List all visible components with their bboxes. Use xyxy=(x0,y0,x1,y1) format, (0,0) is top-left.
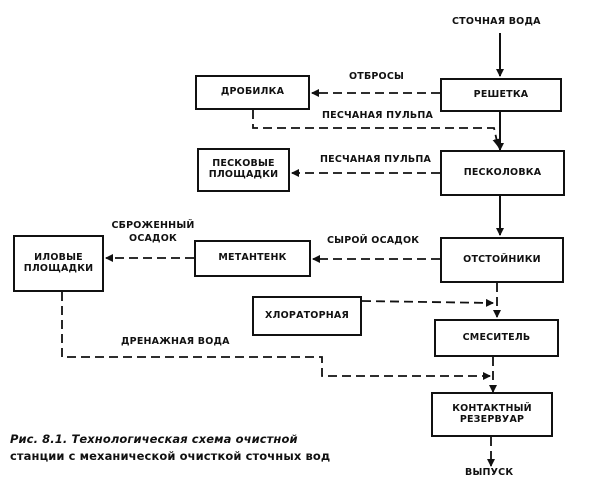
node-peskolovka: ПЕСКОЛОВКА xyxy=(440,150,565,196)
arrow-drenazh xyxy=(61,292,491,380)
label-syroy-osadok: СЫРОЙ ОСАДОК xyxy=(327,235,420,246)
label-peschanaya-pulpa-2: ПЕСЧАНАЯ ПУЛЬПА xyxy=(320,154,432,165)
label-otbrosy: ОТБРОСЫ xyxy=(349,71,405,82)
label-sbrozhenny-osadok: СБРОЖЕННЫЙ ОСАДОК xyxy=(111,220,195,244)
node-peskovye-ploshchadki: ПЕСКОВЫЕ ПЛОЩАДКИ xyxy=(197,148,290,192)
node-smesitel: СМЕСИТЕЛЬ xyxy=(434,319,559,357)
label-sewage-input: СТОЧНАЯ ВОДА xyxy=(452,16,541,27)
arrow-drobilka-return xyxy=(252,110,501,147)
label-output: ВЫПУСК xyxy=(465,467,514,478)
node-otstoyniki: ОТСТОЙНИКИ xyxy=(440,237,564,283)
node-ilovye-ploshchadki: ИЛОВЫЕ ПЛОЩАДКИ xyxy=(13,235,104,292)
node-metantenk: МЕТАНТЕНК xyxy=(194,240,311,277)
caption-line-2: станции с механической очисткой сточных … xyxy=(10,448,331,463)
arrow-khlor-to-smesitel xyxy=(361,298,494,307)
node-reshetka: РЕШЕТКА xyxy=(440,78,562,112)
caption-figure-number: Рис. 8.1. xyxy=(10,432,68,446)
label-drenazhnaya-voda: ДРЕНАЖНАЯ ВОДА xyxy=(121,336,230,347)
caption-line-1: Рис. 8.1. Технологическая схема очистной xyxy=(10,431,330,448)
node-khloratornaya: ХЛОРАТОРНАЯ xyxy=(252,296,362,336)
node-drobilka: ДРОБИЛКА xyxy=(195,75,310,110)
node-kontaktny-rezervuar: КОНТАКТНЫЙ РЕЗЕРВУАР xyxy=(431,392,553,437)
figure-caption: Рис. 8.1. Технологическая схема очистной… xyxy=(10,431,330,464)
label-peschanaya-pulpa-1: ПЕСЧАНАЯ ПУЛЬПА xyxy=(322,110,434,121)
caption-title: Технологическая схема очистной xyxy=(71,432,298,446)
